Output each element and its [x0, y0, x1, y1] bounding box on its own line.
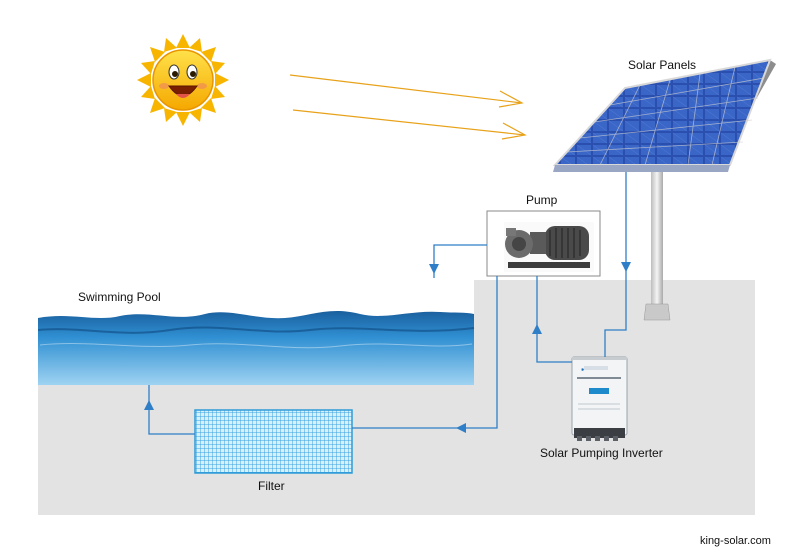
sun-icon: [137, 34, 229, 126]
filter-icon: [194, 409, 353, 474]
solar-panel-array-icon: [552, 58, 776, 321]
sun-ray-arrow-icon: [289, 74, 527, 140]
pump-icon: [486, 210, 601, 277]
pump-label: Pump: [526, 193, 558, 207]
svg-text:✱: ✱: [581, 367, 585, 372]
solar-panels-label: Solar Panels: [628, 58, 697, 72]
inverter-icon: ✱: [571, 356, 628, 441]
swimming-pool: [37, 310, 475, 385]
inverter-label: Solar Pumping Inverter: [540, 446, 663, 460]
site-credit: king-solar.com: [700, 535, 771, 547]
flow-arrow-icon: [144, 172, 631, 435]
swimming-pool-label: Swimming Pool: [78, 290, 161, 304]
filter-label: Filter: [258, 479, 285, 493]
